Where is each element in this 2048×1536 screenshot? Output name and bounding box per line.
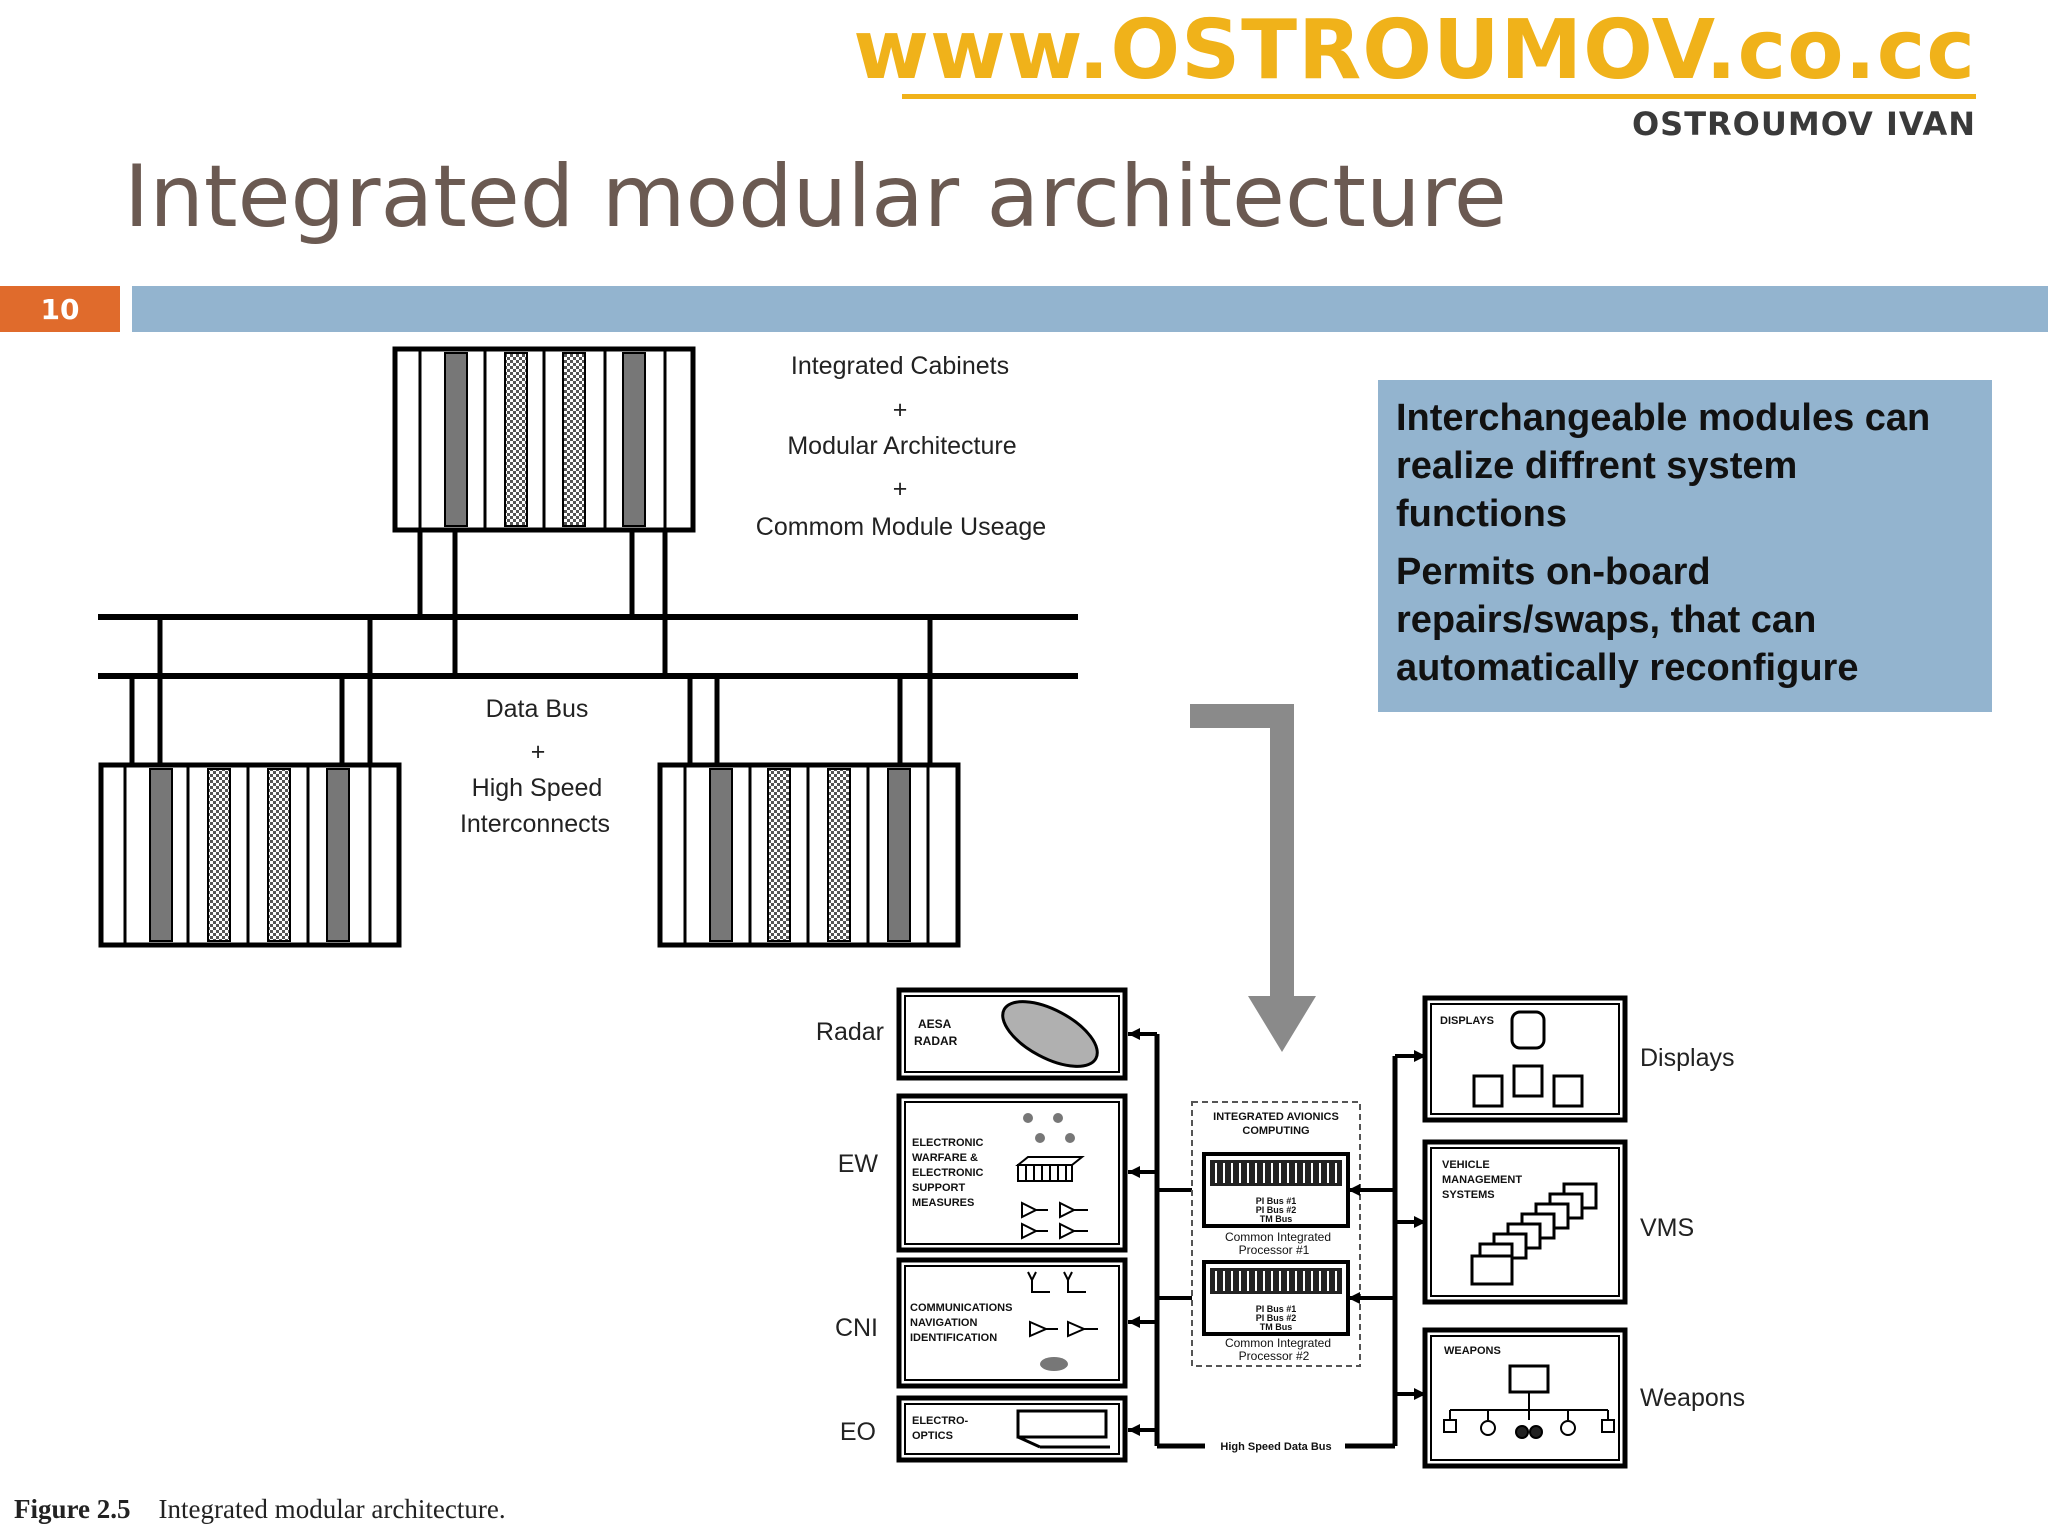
left-bus xyxy=(1154,1034,1205,1449)
processor-2: PI Bus #1 PI Bus #2 TM Bus xyxy=(1202,1260,1350,1336)
proc1-label-1: Common Integrated xyxy=(1225,1230,1331,1244)
radar-antenna-icon xyxy=(1001,1000,1099,1068)
eo-sensor-icon xyxy=(1016,1409,1110,1449)
vms-modules-icon xyxy=(1470,1182,1598,1286)
proc2-label-2: Processor #2 xyxy=(1239,1349,1310,1363)
left-arrowheads xyxy=(1128,1028,1140,1436)
site-url[interactable]: www.OSTROUMOV.co.cc xyxy=(853,3,1976,98)
cabinet-bus-connectors xyxy=(417,530,668,617)
figure-caption: Figure 2.5 Integrated modular architectur… xyxy=(14,1494,506,1525)
label-plus-2: + xyxy=(893,475,908,503)
figure-caption-text: Integrated modular architecture. xyxy=(158,1494,506,1524)
proc1-bus-1: PI Bus #1 xyxy=(1256,1196,1297,1206)
callout-text-2: Permits on-board repairs/swaps, that can… xyxy=(1396,551,1859,689)
right-arrowheads xyxy=(1348,1050,1426,1400)
sensor-box-inner-borders xyxy=(904,995,1120,1455)
ew-sensor-dots-icon xyxy=(1023,1113,1075,1143)
integrated-cabinet-top xyxy=(392,346,696,533)
slide-number: 10 xyxy=(0,286,120,332)
proc1-bus-3: TM Bus xyxy=(1260,1214,1293,1224)
callout-box: Interchangeable modules can realize diff… xyxy=(1378,380,1992,712)
integrated-cabinet-left xyxy=(98,762,402,948)
ew-text-4: SUPPORT xyxy=(912,1182,965,1194)
processor-1: PI Bus #1 PI Bus #2 TM Bus xyxy=(1202,1152,1350,1228)
label-plus-1: + xyxy=(893,396,908,424)
label-plus-3: + xyxy=(531,738,546,766)
ew-module-icon xyxy=(1015,1156,1085,1182)
proc2-label-1: Common Integrated xyxy=(1225,1336,1331,1350)
vms-text-1: VEHICLE xyxy=(1442,1159,1490,1171)
vms-text-3: SYSTEMS xyxy=(1442,1189,1495,1201)
right-bus xyxy=(1345,1056,1398,1449)
vms-text-2: MANAGEMENT xyxy=(1442,1174,1522,1186)
author-name: OSTROUMOV IVAN xyxy=(1631,105,1976,143)
proc2-bus-1: PI Bus #1 xyxy=(1256,1304,1297,1314)
cni-device-icon xyxy=(1040,1357,1068,1371)
cni-text-3: IDENTIFICATION xyxy=(910,1332,997,1344)
ew-text-5: MEASURES xyxy=(912,1197,974,1209)
integrated-cabinet-right xyxy=(657,762,961,948)
avionics-title-2: COMPUTING xyxy=(1242,1125,1309,1137)
label-displays: Displays xyxy=(1640,1044,1734,1072)
avionics-title-1: INTEGRATED AVIONICS xyxy=(1213,1111,1339,1123)
label-interconnects: Interconnects xyxy=(460,810,610,838)
callout-text-1: Interchangeable modules can realize diff… xyxy=(1396,397,1931,535)
site-url-underline xyxy=(902,94,1976,99)
ew-text-1: ELECTRONIC xyxy=(912,1137,984,1149)
label-ew: EW xyxy=(838,1150,879,1178)
proc1-label-2: Processor #1 xyxy=(1239,1243,1310,1257)
cni-text-2: NAVIGATION xyxy=(910,1317,977,1329)
slide-title: Integrated modular architecture xyxy=(124,147,1507,247)
display-screens-icon xyxy=(1472,1010,1584,1108)
label-common-module-usage: Commom Module Useage xyxy=(756,513,1046,541)
system-box-inner-borders xyxy=(1430,1003,1620,1461)
data-bus xyxy=(98,614,1078,679)
figure-number: Figure 2.5 xyxy=(14,1494,131,1524)
label-integrated-cabinets: Integrated Cabinets xyxy=(791,352,1009,380)
label-vms: VMS xyxy=(1640,1214,1694,1242)
ew-text-3: ELECTRONIC xyxy=(912,1167,984,1179)
displays-box-title: DISPLAYS xyxy=(1440,1015,1494,1027)
proc1-bus-2: PI Bus #2 xyxy=(1256,1205,1297,1215)
ew-antenna-icon xyxy=(1021,1201,1088,1240)
cni-text-1: COMMUNICATIONS xyxy=(910,1302,1012,1314)
label-radar: Radar xyxy=(816,1018,884,1046)
weapons-tree-icon xyxy=(1443,1364,1615,1439)
left-bus-arrows xyxy=(1128,1032,1157,1432)
bus-rungs xyxy=(129,617,933,765)
label-data-bus: Data Bus xyxy=(486,695,589,723)
radar-text-2: RADAR xyxy=(914,1034,958,1048)
label-weapons: Weapons xyxy=(1640,1384,1745,1412)
label-eo: EO xyxy=(840,1418,876,1446)
cni-antenna-icon xyxy=(1027,1271,1098,1338)
label-high-speed: High Speed xyxy=(472,774,603,802)
radar-text-1: AESA xyxy=(918,1017,952,1031)
proc2-bus-2: PI Bus #2 xyxy=(1256,1313,1297,1323)
eo-text-1: ELECTRO- xyxy=(912,1415,969,1427)
weapons-box-title: WEAPONS xyxy=(1444,1345,1501,1357)
title-bar xyxy=(132,286,2048,332)
proc2-bus-3: TM Bus xyxy=(1260,1322,1293,1332)
label-modular-architecture: Modular Architecture xyxy=(787,432,1016,460)
high-speed-data-bus-label: High Speed Data Bus xyxy=(1220,1441,1331,1453)
ew-text-2: WARFARE & xyxy=(912,1152,978,1164)
transition-arrow-icon xyxy=(1190,704,1316,1052)
eo-text-2: OPTICS xyxy=(912,1430,953,1442)
label-cni: CNI xyxy=(835,1314,878,1342)
